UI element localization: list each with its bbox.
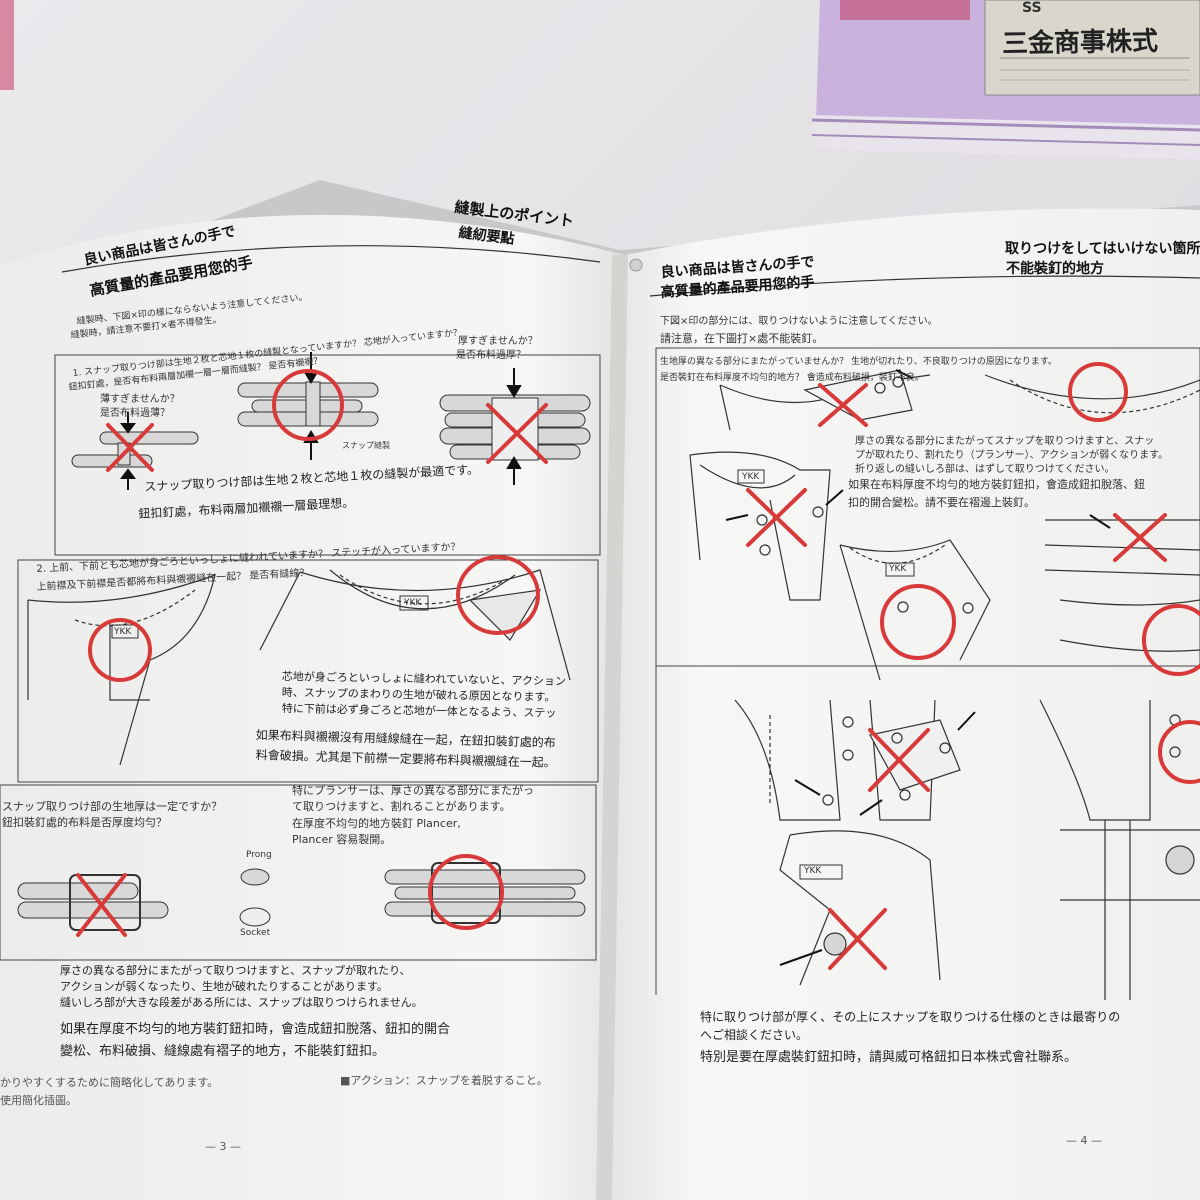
s3-plancer-cn-1: 在厚度不均勻的地方裝釘 Plancer, [292,817,461,830]
right-mid-jp-1: 厚さの異なる部分にまたがってスナップを取りつけますと、スナッ [855,436,1155,447]
right-mid-cn-1: 如果在布料厚度不均勻的地方裝釘鈕扣，會造成鈕扣脫落、鈕 [848,478,1145,491]
right-title-cn: 不能裝釘的地方 [1006,261,1104,277]
s3-warn-cn-2: 變松、布料破損、縫線處有褶子的地方，不能裝釘鈕扣。 [60,1044,386,1059]
s3-warn-jp-1: 厚さの異なる部分にまたがって取りつけますと、スナップが取れたり、 [60,964,411,977]
s3-warn-cn-1: 如果在厚度不均勻的地方裝釘鈕扣時，會造成鈕扣脫落、鈕扣的開合 [60,1022,451,1037]
right-mid-cn-2: 扣的開合變松。請不要在褶邊上裝釘。 [848,496,1035,509]
s3-question-cn: 鈕扣裝釘處的布料是否厚度均勻？ [2,816,167,829]
s1-thin-jp: 薄すぎませんか？ [100,394,180,405]
right-ykk-label-1: YKK [742,472,760,482]
s3-socket-label: Socket [240,928,271,938]
right-intro-cn: 請注意，在下圖打×處不能裝釘。 [660,332,824,345]
s3-question-jp: スナップ取りつけ部の生地厚は一定ですか？ [2,800,223,813]
right-page-number: — 4 — [1066,1134,1102,1147]
s2-ykk-label-2: YKK [114,627,132,637]
s1-stitch-label: スナップ縫製 [342,441,390,450]
left-footer-note-cn: 使用簡化插圖。 [0,1094,77,1107]
s2-ykk-label: YKK [404,598,422,608]
right-q1-jp: 生地厚の異なる部分にまたがっていませんか？ 生地が切れたり、不良取りつけの原因に… [660,357,1057,367]
left-footer-note: かりやすくするために簡略化してあります。 [0,1076,219,1089]
right-bottom-jp-1: 特に取りつけ部が厚く、その上にスナップを取りつける仕様のときは最寄りの [700,1010,1121,1024]
box-company-label: 三金商事株式 [1001,26,1159,60]
right-mid-jp-3: 折り返しの縫いしろ部は、はずして取りつけてください。 [855,464,1115,475]
s3-warn-jp-3: 縫いしろ部が大きな段差がある所には、スナップは取りつけられません。 [60,996,423,1009]
left-footer-action: ■アクション：スナップを着脱すること。 [340,1074,548,1087]
s3-warn-jp-2: アクションが弱くなったり、生地が破れたりすることがあります。 [60,980,388,993]
right-q1-cn: 是否裝釘在布料厚度不均勻的地方？ 會造成布料破損，裝釘不良。 [660,373,924,383]
s3-prong-label: Prong [246,850,272,860]
right-intro-jp: 下図×印の部分には、取りつけないように注意してください。 [660,316,938,327]
s1-thin-cn: 是否布料過薄？ [100,408,170,419]
s1-thick-jp: 厚すぎませんか？ [458,336,538,347]
left-page-number: — 3 — [205,1140,241,1153]
box-brand-label: SS [1022,0,1042,16]
s1-thick-cn: 是否布料過厚？ [456,350,526,361]
right-bottom-cn: 特別是要在厚處裝釘鈕扣時，請與威可格鈕扣日本株式會社聯系。 [700,1050,1078,1065]
s3-plancer-jp-2: て取りつけますと、割れることがあります。 [292,800,511,813]
right-bottom-jp-2: へご相談ください。 [700,1028,809,1042]
right-ykk-label-2: YKK [889,564,907,574]
right-ykk-label-3: YKK [804,866,822,876]
s3-plancer-jp-1: 特にプランサーは、厚さの異なる部分にまたがっ [292,784,534,797]
right-mid-jp-2: プが取れたり、割れたり（プランサー）、アクションが弱くなります。 [855,450,1169,461]
s3-plancer-cn-2: Plancer 容易裂開。 [292,833,392,846]
right-title-jp: 取りつけをしてはいけない箇所 [1005,241,1200,257]
